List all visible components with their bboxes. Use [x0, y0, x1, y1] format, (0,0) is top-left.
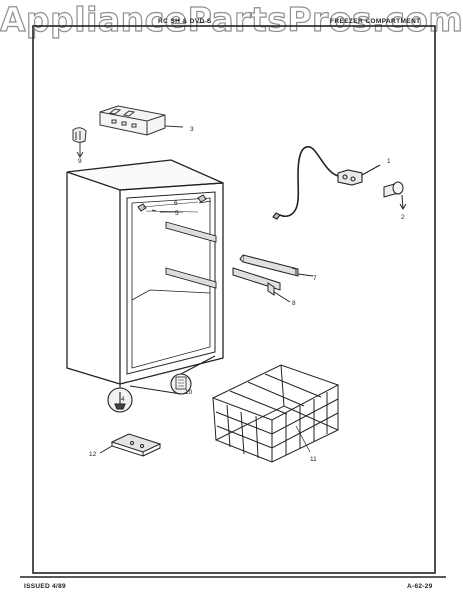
callout-6: 6	[174, 200, 178, 207]
callout-9: 9	[78, 158, 82, 165]
callout-1: 1	[387, 158, 391, 165]
part-11-wire-basket	[211, 364, 340, 463]
callout-4: 4	[121, 396, 125, 403]
callout-8: 8	[292, 300, 296, 307]
callout-7: 7	[313, 275, 317, 282]
part-1-thermostat	[272, 146, 381, 220]
callout-labels: 1 2 3 4 5 6 7 8 9 10 11 12	[78, 126, 405, 463]
callout-2: 2	[401, 214, 405, 221]
part-12-bracket	[99, 433, 162, 457]
document-number: A-62-29	[407, 583, 433, 590]
part-9-knob	[72, 127, 87, 158]
cabinet-shelf-rails	[165, 221, 217, 289]
part-7-shelf-rail	[239, 254, 314, 277]
section-title: FREEZER COMPARTMENT	[330, 18, 421, 25]
part-5-6-clips	[137, 194, 207, 213]
issued-date: ISSUED 4/89	[24, 583, 66, 590]
callout-12: 12	[89, 451, 97, 458]
part-10-foot-detail	[129, 355, 216, 395]
part-3-control-housing	[99, 105, 184, 136]
watermark-text: AppliancePartsPros.com	[0, 0, 463, 40]
part-8-shelf-rail	[232, 267, 291, 303]
callout-11: 11	[310, 456, 317, 463]
part-2-knob	[383, 181, 407, 210]
cabinet-body	[66, 159, 224, 385]
callout-3: 3	[190, 126, 194, 133]
page-frame	[32, 25, 436, 574]
part-4-leveling-leg	[107, 384, 133, 413]
callout-5: 5	[175, 210, 179, 217]
leader-lines	[160, 200, 311, 453]
callout-10: 10	[185, 389, 193, 396]
model-text: RC SH & DVD S	[158, 18, 212, 25]
